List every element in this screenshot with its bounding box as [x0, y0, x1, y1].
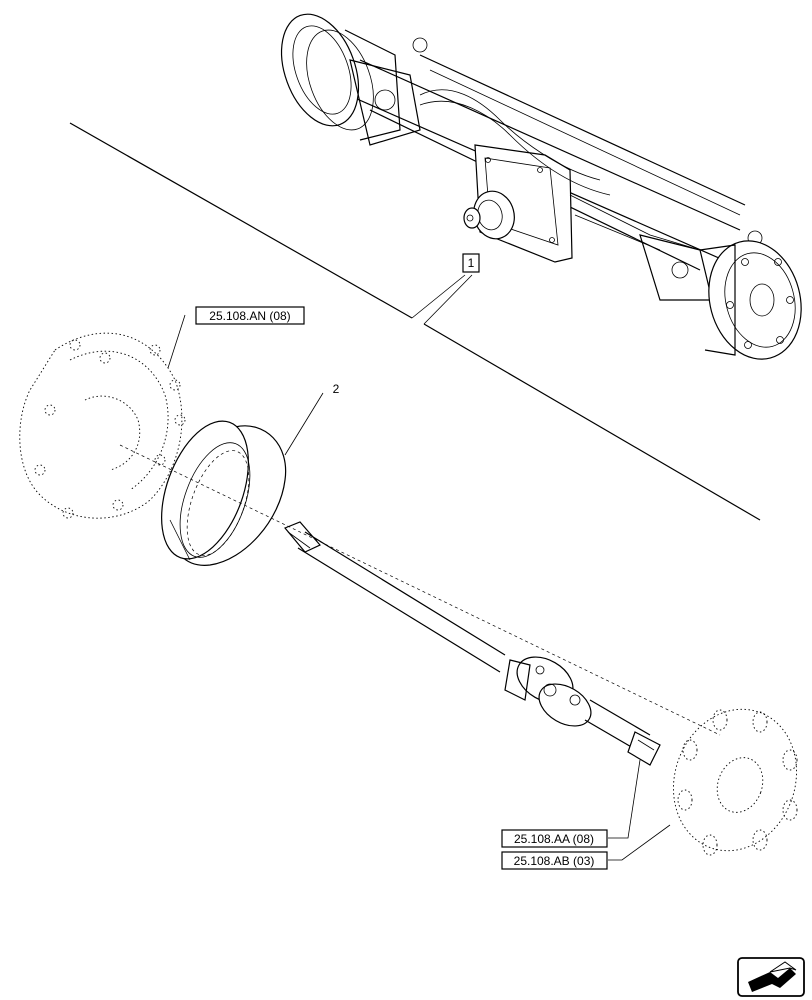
section-cut	[69, 122, 761, 521]
callout-ref-ab: 25.108.AB (03)	[501, 824, 671, 870]
callout-1: 1	[462, 253, 480, 273]
hub-cover-phantom	[673, 708, 798, 856]
callout-ref-aa-label: 25.108.AA (08)	[514, 832, 594, 846]
ring-gear	[161, 420, 287, 566]
callout-ref-an: 25.108.AN (08)	[167, 306, 305, 369]
hub-housing-phantom	[19, 332, 186, 519]
center-housing	[463, 144, 573, 263]
universal-joint	[504, 656, 592, 727]
axle-assembly	[280, 13, 802, 360]
callout-2-label: 2	[333, 382, 340, 396]
navigation-arrow-icon[interactable]	[737, 957, 805, 997]
left-wheel-hub	[280, 13, 401, 141]
callout-2: 2	[284, 382, 340, 456]
callout-ref-an-label: 25.108.AN (08)	[209, 309, 290, 323]
callout-1-label: 1	[468, 256, 475, 270]
left-knuckle	[349, 37, 428, 146]
axle-shaft	[119, 444, 721, 766]
callout-ref-aa: 25.108.AA (08)	[501, 759, 641, 848]
right-wheel-hub	[699, 240, 802, 360]
callout-ref-ab-label: 25.108.AB (03)	[514, 854, 595, 868]
